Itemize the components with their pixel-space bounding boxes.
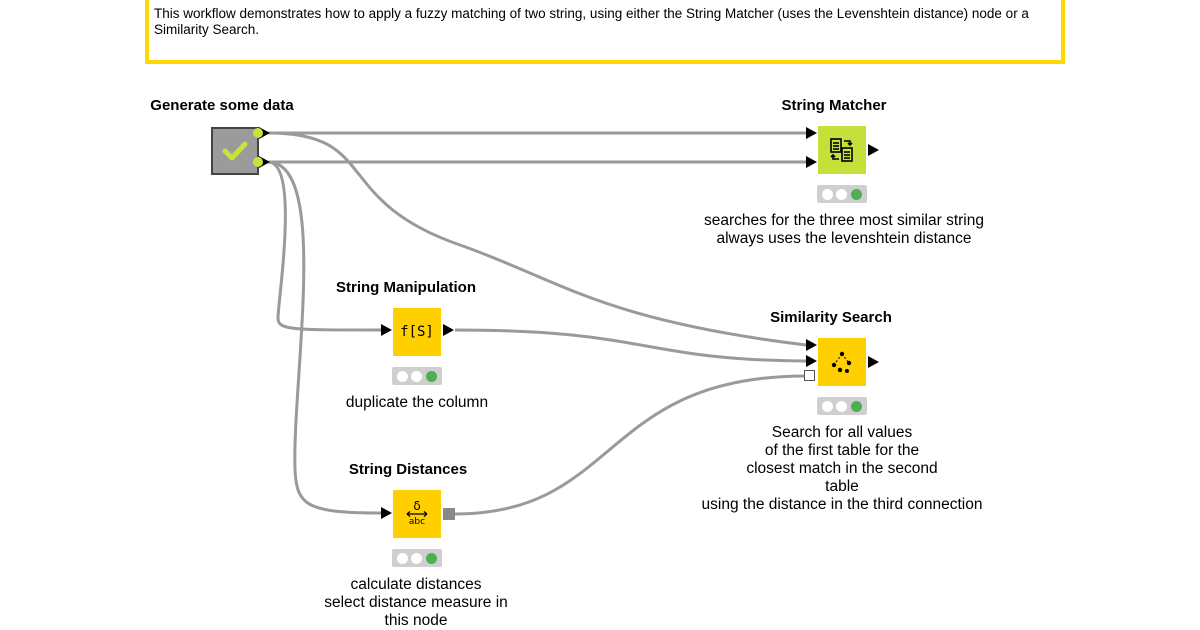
similarity-search-status — [817, 397, 867, 415]
similarity-search-input-port-2[interactable] — [806, 355, 817, 367]
similarity-search-input-port-3[interactable] — [804, 370, 815, 381]
string-manipulation-icon: f[S] — [400, 324, 434, 340]
status-light-red — [396, 552, 408, 564]
wire-generate-to-similarity-1 — [267, 131, 807, 347]
generate-node[interactable] — [211, 127, 259, 175]
wire-generate-to-distances — [267, 160, 383, 515]
status-light-red — [821, 188, 833, 200]
similarity-search-icon — [831, 351, 852, 373]
wire-generate-to-manipulation — [267, 160, 383, 332]
abc-glyph: abc — [408, 517, 426, 527]
generate-port-dot-2 — [253, 157, 263, 167]
similarity-search-node[interactable] — [818, 338, 866, 386]
status-light-green — [851, 400, 863, 412]
status-light-green — [851, 188, 863, 200]
string-matcher-input-port-1[interactable] — [806, 127, 817, 139]
status-light-yellow — [836, 188, 848, 200]
checkmark-icon — [222, 141, 248, 161]
generate-output-port-2[interactable] — [259, 156, 270, 168]
wire-manipulation-to-similarity — [454, 328, 807, 363]
string-distances-icon: δ abc — [405, 499, 429, 527]
workflow-annotation: This workflow demonstrates how to apply … — [145, 0, 1065, 64]
similarity-search-title: Similarity Search — [770, 309, 892, 326]
string-matcher-input-port-2[interactable] — [806, 156, 817, 168]
status-light-yellow — [411, 552, 423, 564]
delta-glyph: δ — [413, 499, 421, 513]
status-light-red — [821, 400, 833, 412]
string-distances-node[interactable]: δ abc — [393, 490, 441, 538]
double-arrow-icon — [406, 511, 428, 517]
status-light-yellow — [411, 370, 423, 382]
string-manipulation-status — [392, 367, 442, 385]
string-distances-title: String Distances — [348, 461, 468, 478]
string-matcher-node[interactable] — [818, 126, 866, 174]
similarity-search-output-port[interactable] — [868, 356, 879, 368]
status-light-green — [426, 552, 438, 564]
generate-output-port-1[interactable] — [259, 127, 270, 139]
string-matcher-output-port[interactable] — [868, 144, 879, 156]
string-matcher-status — [817, 185, 867, 203]
status-light-green — [426, 370, 438, 382]
string-manipulation-title: String Manipulation — [336, 279, 476, 296]
string-matcher-description: searches for the three most similar stri… — [704, 212, 984, 247]
string-manipulation-input-port[interactable] — [381, 324, 392, 336]
string-manipulation-description: duplicate the column — [345, 394, 489, 411]
status-light-red — [396, 370, 408, 382]
string-distances-input-port[interactable] — [381, 507, 392, 519]
string-manipulation-node[interactable]: f[S] — [393, 308, 441, 356]
string-matcher-icon — [830, 138, 853, 162]
string-distances-output-port[interactable] — [443, 508, 455, 520]
string-manipulation-output-port[interactable] — [443, 324, 454, 336]
generate-port-dot-1 — [253, 128, 263, 138]
string-matcher-title: String Matcher — [781, 97, 887, 114]
similarity-search-description: Search for all values of the first table… — [701, 424, 983, 513]
string-distances-description: calculate distances select distance meas… — [324, 576, 508, 629]
status-light-yellow — [836, 400, 848, 412]
wire-distances-to-similarity — [454, 374, 807, 516]
similarity-search-input-port-1[interactable] — [806, 339, 817, 351]
generate-node-title: Generate some data — [150, 97, 294, 114]
string-distances-status — [392, 549, 442, 567]
